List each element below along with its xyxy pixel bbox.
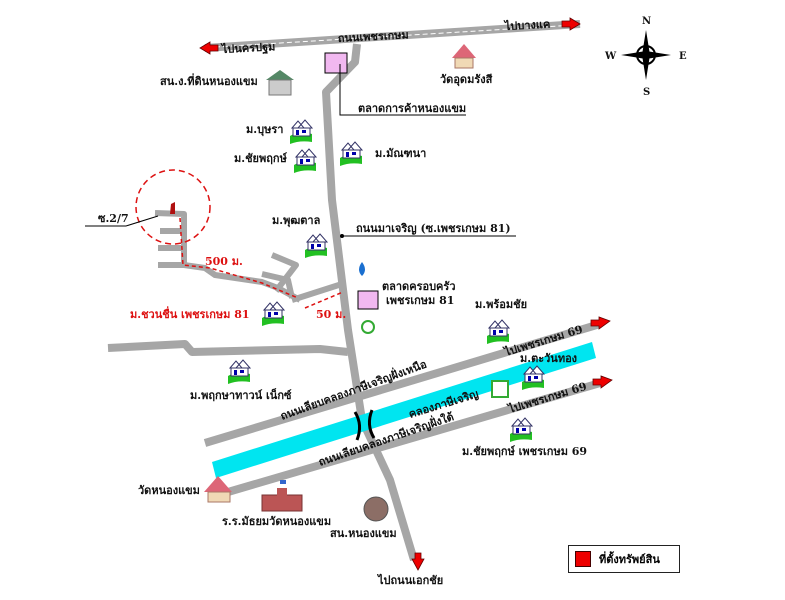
legend: ที่ตั้งทรัพย์สิน bbox=[568, 545, 680, 573]
to-phetkasem69-south-label: ไปเพชรเกษม 69 bbox=[505, 379, 588, 417]
soi-branch bbox=[261, 271, 295, 299]
seven-eleven-icon bbox=[491, 380, 509, 398]
phetkasem-label: ถนนเพชรเกษม bbox=[337, 28, 409, 45]
wat-udom-label: วัดอุดมรังสี bbox=[440, 73, 493, 87]
to-ekkachai-label: ไปถนนเอกชัย bbox=[376, 573, 443, 587]
arrow-right-icon bbox=[592, 375, 613, 389]
land-office-icon bbox=[266, 70, 294, 96]
family-market-label-1: ตลาดครอบครัว bbox=[382, 280, 456, 293]
m-phruksa-label: ม.พฤกษาทาวน์ เน็กซ์ bbox=[190, 388, 292, 402]
distance-500: 500 ม. bbox=[205, 255, 243, 268]
gas-station-icon bbox=[359, 262, 365, 276]
to-bang-khae-label: ไปบางแค bbox=[502, 17, 550, 33]
land-office-label: สน.ง.ที่ดินหนองแขม bbox=[160, 73, 258, 88]
m-phromchai-label: ม.พร้อมชัย bbox=[475, 298, 527, 311]
school-icon bbox=[261, 480, 303, 512]
village-icon bbox=[261, 301, 285, 327]
m-phutthan-label: ม.พุฒตาล bbox=[272, 214, 321, 228]
m-chuanchuen-label: ม.ชวนชื่น เพชรเกษม 81 bbox=[130, 306, 250, 321]
soi-label: ซ.2/7 bbox=[98, 212, 129, 225]
village-icon bbox=[304, 233, 328, 259]
m-bunsara-label: ม.บุษรา bbox=[246, 123, 283, 137]
compass-w: W bbox=[604, 51, 617, 62]
arrow-down-icon bbox=[411, 552, 425, 571]
village-icon bbox=[227, 359, 251, 385]
compass-n: N bbox=[642, 16, 651, 27]
road-arrows bbox=[199, 17, 613, 571]
village-icon bbox=[339, 141, 363, 167]
soi-connector bbox=[291, 280, 346, 303]
to-nakhon-pathom-label: ไปนครปฐม bbox=[219, 39, 275, 57]
compass-rose-icon: N S E W bbox=[604, 16, 687, 98]
arrow-left-icon bbox=[199, 41, 219, 55]
canal-north-road bbox=[203, 320, 602, 447]
family-market-label-2: เพชรเกษม 81 bbox=[386, 294, 454, 307]
m-tawanthong-label: ม.ตะวันทอง bbox=[520, 352, 577, 365]
canal-south-road bbox=[226, 379, 602, 496]
school-label: ร.ร.มัธยมวัดหนองแขม bbox=[222, 515, 331, 528]
m-manthana-label: ม.มัณฑนา bbox=[375, 147, 426, 160]
village-icon bbox=[486, 319, 510, 345]
legend-label: ที่ตั้งทรัพย์สิน bbox=[599, 553, 660, 566]
soi-branch bbox=[270, 252, 299, 293]
wat-nongkhaem-label: วัดหนองแขม bbox=[138, 484, 200, 497]
property-swatch-icon bbox=[575, 551, 591, 567]
pharmacy-icon bbox=[361, 320, 375, 334]
west-side-road bbox=[107, 340, 349, 356]
market-leader bbox=[339, 64, 466, 116]
ma-charoen-label: ถนนมาเจริญ (ซ.เพชรเกษม 81) bbox=[356, 222, 511, 235]
temple-icon bbox=[204, 476, 232, 503]
compass-e: E bbox=[679, 51, 687, 62]
m-chaiyaphruek-label: ม.ชัยพฤกษ์ bbox=[234, 152, 288, 165]
police-icon bbox=[363, 496, 389, 522]
police-label: สน.หนองแขม bbox=[330, 527, 397, 540]
road-network bbox=[107, 20, 602, 562]
distance-50: 50 ม. bbox=[316, 308, 346, 321]
bridge-icon bbox=[353, 409, 376, 441]
village-icon bbox=[293, 148, 317, 174]
family-market-icon bbox=[357, 290, 379, 310]
ma-charoen-road bbox=[322, 43, 418, 562]
leader-dot bbox=[340, 234, 344, 238]
m-chaiyaphruek69-label: ม.ชัยพฤกษ์ เพชรเกษม 69 bbox=[462, 445, 587, 458]
village-icon bbox=[509, 417, 533, 443]
arrow-right-icon bbox=[561, 17, 581, 31]
market-label: ตลาดการค้าหนองแขม bbox=[358, 102, 466, 115]
market-icon bbox=[324, 52, 348, 74]
property-radius bbox=[135, 169, 211, 245]
compass-s: S bbox=[643, 87, 650, 98]
road-centerline bbox=[214, 24, 576, 48]
arrow-right-icon bbox=[590, 316, 611, 330]
temple-icon bbox=[452, 44, 476, 69]
property-marker-icon bbox=[170, 202, 175, 214]
soi-leader bbox=[85, 215, 159, 227]
canal bbox=[212, 342, 596, 478]
route-path bbox=[179, 217, 299, 299]
village-icon bbox=[289, 119, 313, 145]
